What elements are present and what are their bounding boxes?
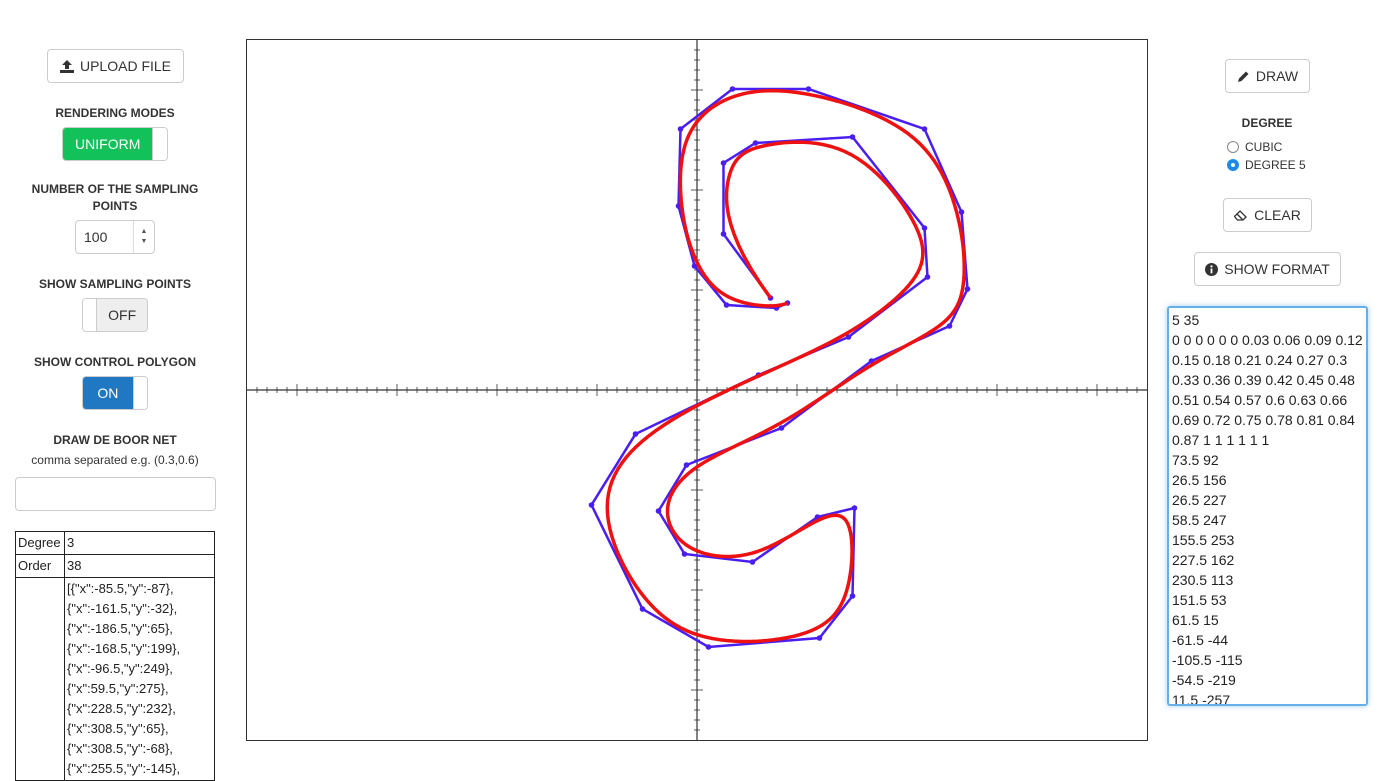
control-point[interactable] xyxy=(849,593,856,599)
upload-file-button[interactable]: UPLOAD FILE xyxy=(47,49,184,83)
table-row: Order 38 xyxy=(15,554,215,578)
show-sampling-toggle[interactable]: OFF xyxy=(82,298,148,332)
radio-circle-selected[interactable] xyxy=(1227,159,1239,171)
control-point[interactable] xyxy=(681,551,688,557)
table-value: 38 xyxy=(64,554,215,578)
points-line: {"x":-96.5,"y":249}, xyxy=(67,661,173,676)
draw-button[interactable]: DRAW xyxy=(1225,59,1310,93)
table-value: 3 xyxy=(64,531,215,555)
clear-label: CLEAR xyxy=(1254,207,1301,223)
control-point[interactable] xyxy=(921,225,928,231)
control-point[interactable] xyxy=(655,508,662,514)
points-line: {"x":-186.5,"y":65}, xyxy=(67,621,173,636)
table-row: Degree 3 xyxy=(15,531,215,555)
info-icon xyxy=(1205,262,1219,276)
radio-cubic[interactable]: CUBIC xyxy=(1227,140,1282,154)
points-line: {"x":-168.5,"y":199}, xyxy=(67,641,181,656)
control-point[interactable] xyxy=(720,231,727,237)
control-point[interactable] xyxy=(816,635,823,641)
show-control-toggle[interactable]: ON xyxy=(82,376,148,410)
control-point[interactable] xyxy=(958,209,965,215)
control-point[interactable] xyxy=(729,86,736,92)
toggle-knob xyxy=(132,377,147,409)
drawing-canvas[interactable] xyxy=(246,39,1148,741)
points-line: {"x":59.5,"y":275}, xyxy=(67,681,169,696)
control-point[interactable] xyxy=(632,431,639,437)
rendering-mode-value: UNIFORM xyxy=(63,128,153,160)
control-point[interactable] xyxy=(588,502,595,508)
show-control-value: ON xyxy=(83,377,133,409)
points-line: {"x":308.5,"y":65}, xyxy=(67,721,169,736)
radio-circle[interactable] xyxy=(1227,141,1239,153)
upload-icon xyxy=(59,59,74,73)
table-key: Degree xyxy=(15,531,65,555)
radio-degree-5[interactable]: DEGREE 5 xyxy=(1227,158,1306,172)
info-table: Degree 3 Order 38 [{"x":-85.5,"y":-87}, … xyxy=(15,531,215,781)
points-line: {"x":308.5,"y":-68}, xyxy=(67,741,173,756)
spinner-arrows[interactable]: ▲ ▼ xyxy=(133,221,154,253)
control-point[interactable] xyxy=(849,134,856,140)
show-sampling-label: SHOW SAMPLING POINTS xyxy=(38,277,191,291)
control-point[interactable] xyxy=(752,140,759,146)
control-point[interactable] xyxy=(924,274,931,280)
radio-degree5-label: DEGREE 5 xyxy=(1245,158,1306,172)
control-point[interactable] xyxy=(691,263,698,269)
control-point[interactable] xyxy=(683,462,690,468)
sampling-points-label: NUMBER OF THE SAMPLING POINTS xyxy=(31,182,199,213)
control-point[interactable] xyxy=(946,323,953,329)
points-line: [{"x":-85.5,"y":-87}, xyxy=(67,581,174,596)
control-point[interactable] xyxy=(723,302,730,308)
pencil-icon xyxy=(1237,71,1249,82)
show-format-label: SHOW FORMAT xyxy=(1224,261,1330,277)
control-point[interactable] xyxy=(639,606,646,612)
rendering-mode-toggle[interactable]: UNIFORM xyxy=(62,127,168,161)
bspline-curve xyxy=(605,88,966,644)
de-boor-label: DRAW DE BOOR NET xyxy=(53,433,177,447)
table-key: Order xyxy=(15,554,65,578)
canvas-svg[interactable] xyxy=(247,40,1147,740)
control-point[interactable] xyxy=(677,126,684,132)
table-key xyxy=(15,577,65,781)
control-point[interactable] xyxy=(805,86,812,92)
axes xyxy=(247,40,1147,740)
control-point[interactable] xyxy=(705,644,712,650)
control-point[interactable] xyxy=(845,334,852,340)
control-point[interactable] xyxy=(964,286,971,292)
sampling-points-value: 100 xyxy=(84,229,108,245)
de-boor-input[interactable] xyxy=(15,477,216,511)
control-point[interactable] xyxy=(921,126,928,132)
control-point[interactable] xyxy=(720,160,727,166)
rendering-modes-label: RENDERING MODES xyxy=(55,106,175,120)
table-row: [{"x":-85.5,"y":-87}, {"x":-161.5,"y":-3… xyxy=(15,577,215,781)
toggle-knob xyxy=(83,299,98,331)
points-line: {"x":228.5,"y":232}, xyxy=(67,701,176,716)
control-point[interactable] xyxy=(778,425,785,431)
points-line: {"x":255.5,"y":-145}, xyxy=(67,761,181,776)
eraser-icon xyxy=(1234,210,1248,221)
toggle-knob xyxy=(152,128,167,160)
show-sampling-value: OFF xyxy=(97,299,147,331)
sampling-points-input[interactable]: 100 ▲ ▼ xyxy=(75,220,155,254)
spin-down-icon[interactable]: ▼ xyxy=(140,238,148,245)
degree-label: DEGREE xyxy=(1241,116,1293,130)
show-control-label: SHOW CONTROL POLYGON xyxy=(33,355,196,369)
control-point[interactable] xyxy=(749,559,756,565)
draw-label: DRAW xyxy=(1255,68,1299,84)
control-point[interactable] xyxy=(851,505,858,511)
show-format-button[interactable]: SHOW FORMAT xyxy=(1194,252,1341,286)
points-cell: [{"x":-85.5,"y":-87}, {"x":-161.5,"y":-3… xyxy=(64,577,215,781)
de-boor-hint: comma separated e.g. (0.3,0.6) xyxy=(31,453,199,467)
radio-cubic-label: CUBIC xyxy=(1245,140,1283,154)
spin-up-icon[interactable]: ▲ xyxy=(140,228,148,235)
points-line: {"x":-161.5,"y":-32}, xyxy=(67,601,178,616)
clear-button[interactable]: CLEAR xyxy=(1223,198,1312,232)
format-textarea[interactable]: 5 35 0 0 0 0 0 0 0.03 0.06 0.09 0.12 0.1… xyxy=(1167,306,1368,706)
upload-file-label: UPLOAD FILE xyxy=(79,58,172,74)
